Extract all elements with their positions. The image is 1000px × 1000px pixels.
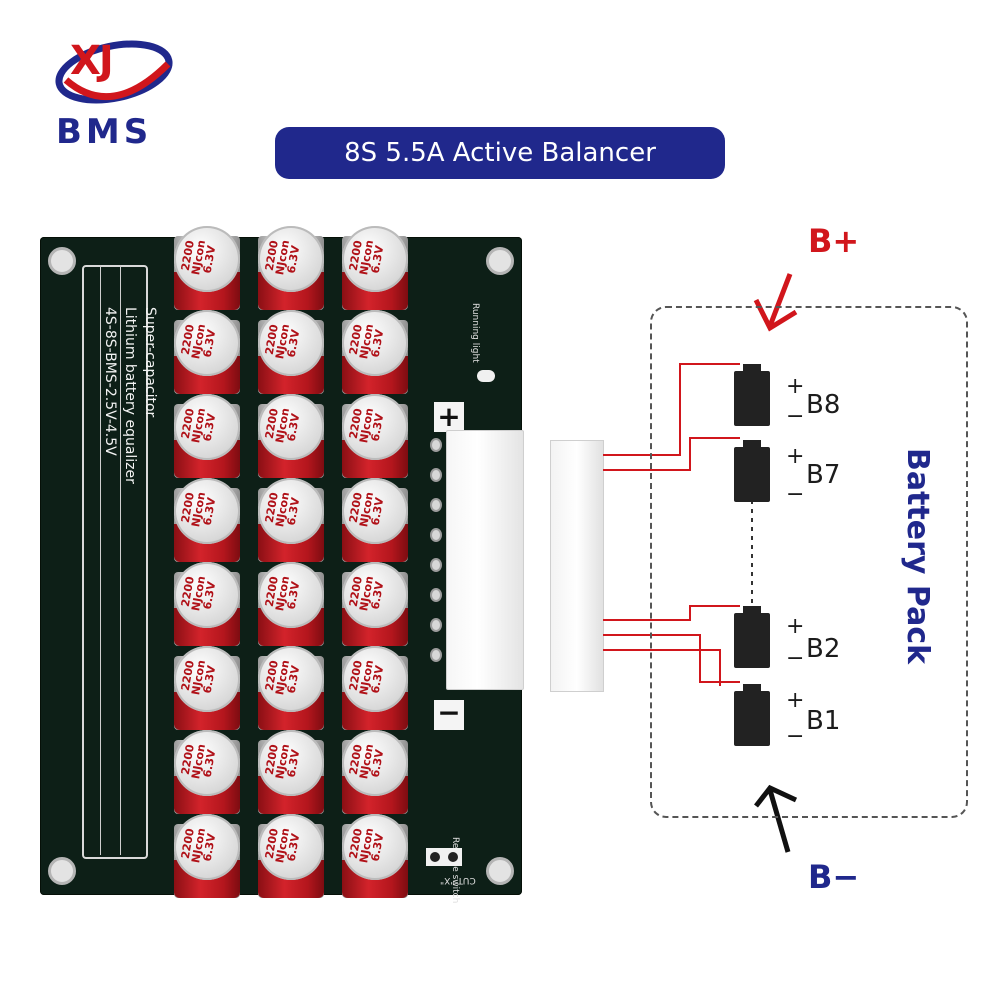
cell-minus: − — [786, 482, 805, 507]
logo-swoosh-icon — [55, 40, 173, 104]
cell-minus: − — [786, 404, 805, 429]
logo-letters: XJ — [70, 38, 114, 84]
battery-cell-icon — [734, 684, 770, 746]
mount-hole — [48, 247, 76, 275]
battery-pack-boundary — [650, 306, 968, 818]
product-title: 8S 5.5A Active Balancer — [344, 138, 656, 168]
balance-pins — [430, 438, 442, 678]
cell-label: B7 — [806, 460, 841, 490]
b-minus-arrow-icon — [754, 784, 798, 853]
running-light-led — [477, 370, 495, 382]
mount-hole — [48, 857, 76, 885]
brand-logo — [52, 28, 182, 158]
cell-minus: − — [786, 646, 805, 671]
balance-connector-socket — [446, 430, 524, 690]
plus-marker: + — [434, 402, 464, 432]
cell-label: B8 — [806, 390, 841, 420]
minus-marker: − — [434, 699, 464, 730]
cell-label: B1 — [806, 706, 841, 736]
battery-cell-icon — [734, 364, 770, 426]
b-plus-arrow-icon — [753, 273, 798, 332]
mount-hole — [486, 247, 514, 275]
balance-connector-plug — [550, 440, 604, 692]
cell-plus: + — [786, 688, 805, 713]
cell-plus: + — [786, 374, 805, 399]
cell-plus: + — [786, 444, 805, 469]
product-title-badge: 8S 5.5A Active Balancer — [275, 127, 725, 179]
b-minus-label: B− — [808, 858, 860, 896]
mount-hole — [486, 857, 514, 885]
battery-cell-icon — [734, 440, 770, 502]
battery-cell-icon — [734, 606, 770, 668]
silkscreen-line — [120, 265, 121, 855]
silkscreen-line — [100, 265, 101, 855]
cell-minus: − — [786, 724, 805, 749]
cell-label: B2 — [806, 634, 841, 664]
b-plus-label: B+ — [808, 222, 860, 260]
brand-name: BMS — [56, 112, 153, 152]
remote-switch-header — [426, 848, 462, 866]
silkscreen-frame — [82, 265, 148, 859]
cell-plus: + — [786, 614, 805, 639]
battery-pack-label: Battery Pack — [900, 448, 935, 665]
